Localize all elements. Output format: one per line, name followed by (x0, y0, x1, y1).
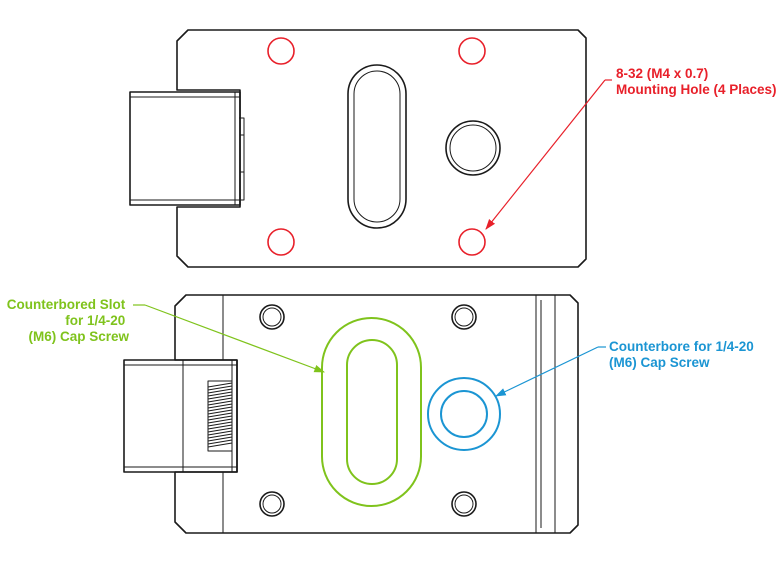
counterbored-slot (321, 317, 422, 507)
top-counterbore (445, 120, 501, 176)
svg-text:Counterbore for 1/4-20 (: Counterbore for 1/4-20 (M6) Cap Screw (609, 339, 758, 370)
top-slot (347, 64, 407, 229)
mounting-hole-top-right (458, 37, 486, 65)
counterbored-slot-label-line1: Counterbored Slot (7, 297, 126, 312)
counterbored-slot-callout: Counterbored Slot for 1/4-20 (M6) Cap Sc… (7, 297, 326, 373)
mounting-hole-bottom-right (458, 228, 486, 256)
bottom-view (123, 294, 579, 534)
top-plate-outline (176, 29, 587, 268)
mounting-hole-label-line1: 8-32 (M4 x 0.7) (616, 66, 708, 81)
bottom-clamp-block (123, 359, 238, 473)
counterbore-label-line2: (M6) Cap Screw (609, 355, 710, 370)
counterbored-slot-label-line3: (M6) Cap Screw (28, 329, 129, 344)
bottom-plate-outline (174, 294, 579, 534)
counterbore-callout: Counterbore for 1/4-20 (M6) Cap Screw (495, 339, 758, 397)
thread-lines (207, 382, 233, 448)
mounting-hole-bottom-left (267, 228, 295, 256)
counterbore-label-line1: Counterbore for 1/4-20 (609, 339, 754, 354)
bottom-mounting-holes (259, 304, 477, 517)
top-view (129, 29, 587, 268)
counterbore (427, 377, 501, 451)
top-clamp-block (129, 91, 245, 206)
svg-text:Counterbored Slot for 1/: Counterbored Slot for 1/4-20 (M6) Cap Sc… (7, 297, 130, 344)
svg-text:8-32 (M4 x 0.7) Mounting: 8-32 (M4 x 0.7) Mounting Hole (4 Places) (616, 66, 777, 97)
mounting-hole-label-line2: Mounting Hole (4 Places) (616, 82, 777, 97)
mounting-hole-callout: 8-32 (M4 x 0.7) Mounting Hole (4 Places) (485, 66, 777, 230)
mounting-hole-top-left (267, 37, 295, 65)
mounting-holes (267, 37, 486, 256)
counterbored-slot-label-line2: for 1/4-20 (65, 313, 125, 328)
